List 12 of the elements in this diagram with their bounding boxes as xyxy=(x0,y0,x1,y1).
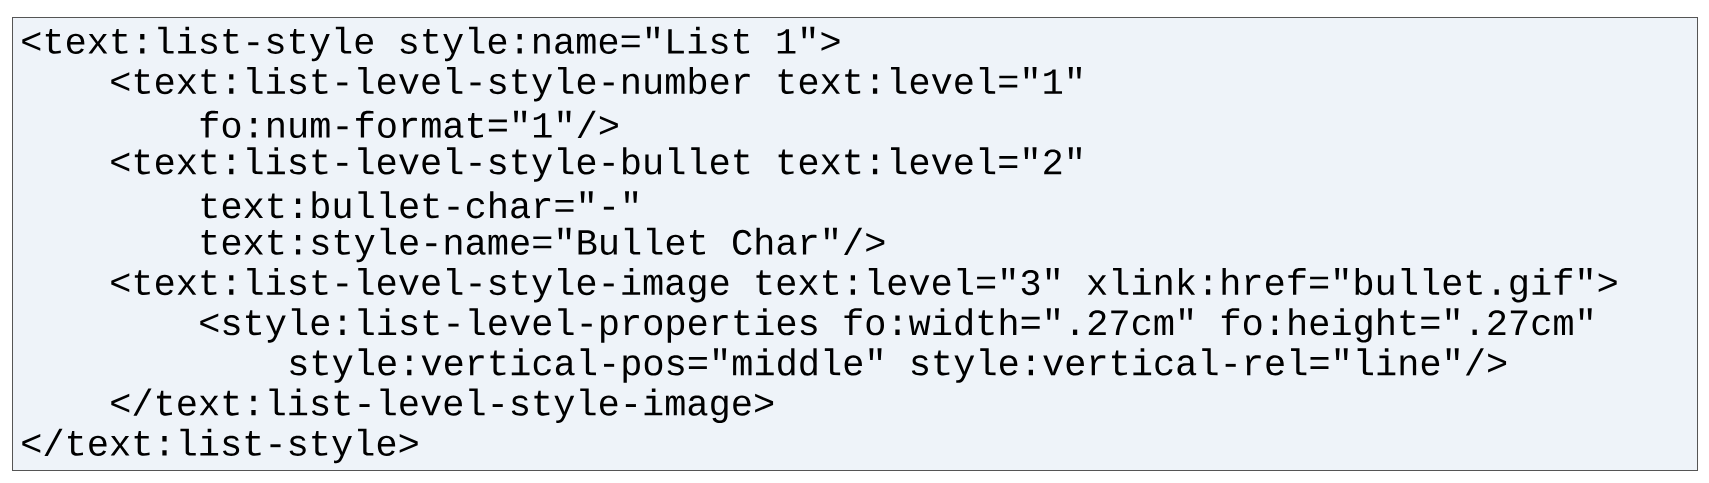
code-line: style:vertical-pos="middle" style:vertical-rel="line"/> xyxy=(290,348,1507,383)
code-line: text:style-name="Bullet Char"/> xyxy=(201,227,885,263)
code-line: </text:list-style> xyxy=(22,428,418,464)
code-line: text:bullet-char="-" xyxy=(201,191,638,219)
code-line: <text:list-level-style-number text:level="1" xyxy=(111,66,1081,102)
code-line: fo:num-format="1"/> xyxy=(200,110,618,138)
code-line: <style:list-level-properties fo:width=".27cm" fo:height=".27cm" xyxy=(200,308,1592,343)
code-line: <text:list-style style:name="List 1"> xyxy=(22,26,840,62)
code-line: <text:list-level-style-image text:level="3" xlink:href="bullet.gif"> xyxy=(111,267,1617,303)
code-box xyxy=(12,17,1698,471)
code-line: <text:list-level-style-bullet text:level="2" xyxy=(111,147,1081,182)
code-line: </text:list-level-style-image> xyxy=(111,388,774,424)
